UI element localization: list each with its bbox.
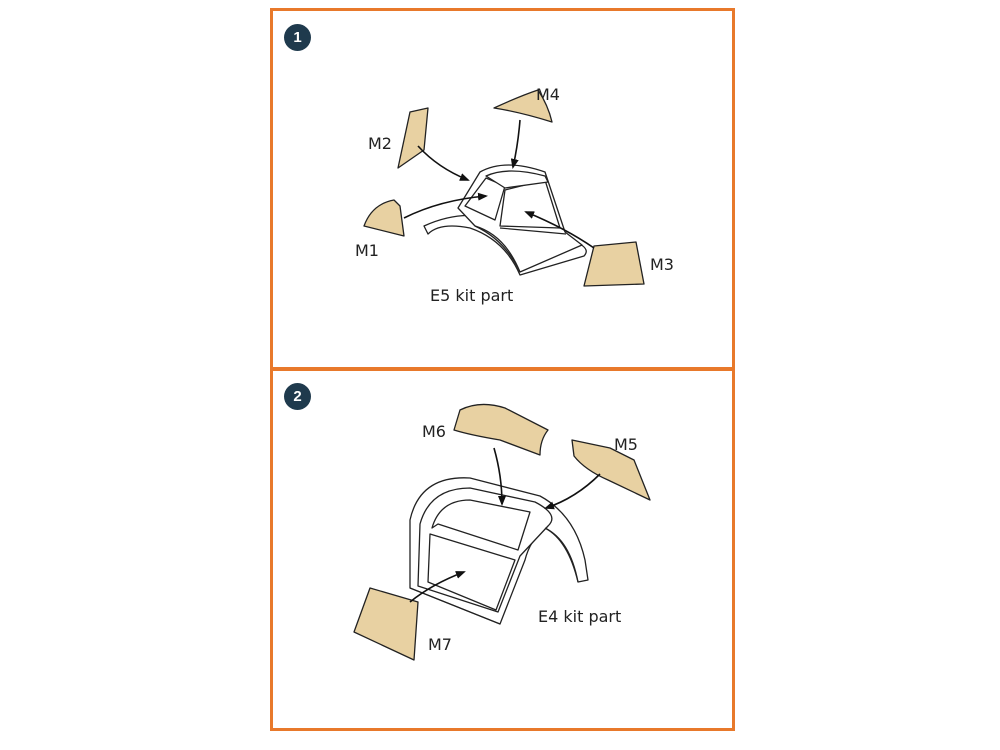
arrow-m4: [510, 119, 521, 169]
arrow-m2: [417, 145, 470, 181]
arrow-m1: [403, 192, 488, 219]
mask-m6-shape: [453, 403, 549, 456]
step-2-badge: 2: [284, 383, 311, 410]
arrow-m5: [544, 473, 601, 510]
label-m4: M4: [536, 85, 560, 104]
mask-m1-shape: [363, 199, 405, 237]
mask-m4-shape: [493, 89, 553, 123]
mask-m3-shape: [583, 241, 645, 287]
label-e4-kit-part: E4 kit part: [538, 607, 621, 626]
label-m5: M5: [614, 435, 638, 454]
mask-m5-shape: [571, 439, 651, 501]
label-m1: M1: [355, 241, 379, 260]
e4-kit-part-drawing: [409, 477, 589, 625]
arrow-m6: [493, 447, 506, 506]
label-m6: M6: [422, 422, 446, 441]
mask-m2-shape: [397, 107, 429, 169]
label-m7: M7: [428, 635, 452, 654]
label-m2: M2: [368, 134, 392, 153]
arrow-m3: [524, 211, 595, 249]
label-m3: M3: [650, 255, 674, 274]
label-e5-kit-part: E5 kit part: [430, 286, 513, 305]
arrow-m7: [409, 571, 466, 603]
step-1-badge: 1: [284, 24, 311, 51]
mask-m7-shape: [353, 587, 419, 661]
e5-kit-part-drawing: [423, 164, 587, 276]
